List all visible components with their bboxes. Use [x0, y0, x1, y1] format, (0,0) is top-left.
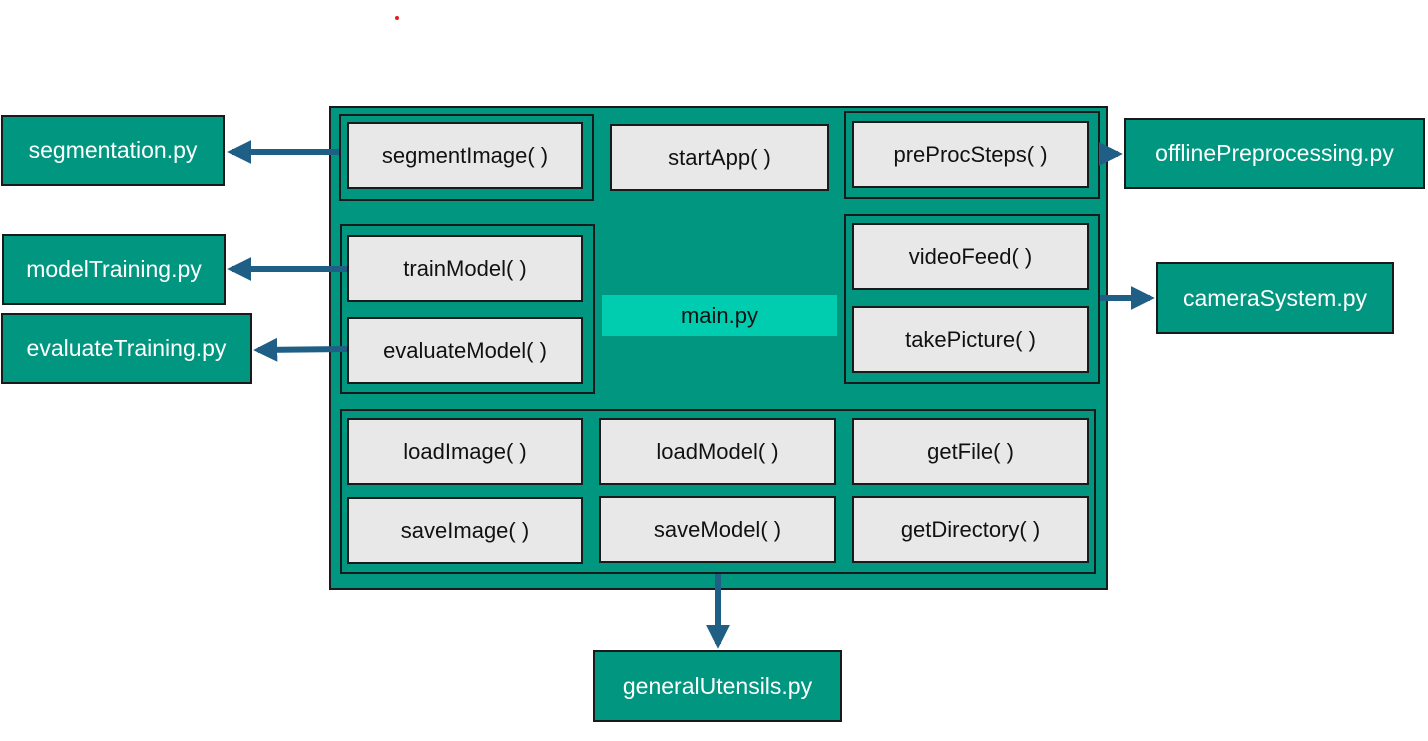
module-model-training[interactable]: modelTraining.py: [2, 234, 226, 305]
function-video-feed[interactable]: videoFeed( ): [852, 223, 1089, 290]
main-module-label: main.py: [602, 295, 837, 336]
function-load-image[interactable]: loadImage( ): [347, 418, 583, 485]
function-segment-image[interactable]: segmentImage( ): [347, 122, 583, 189]
function-get-directory[interactable]: getDirectory( ): [852, 496, 1089, 563]
function-pre-proc-steps[interactable]: preProcSteps( ): [852, 121, 1089, 188]
module-camera-system[interactable]: cameraSystem.py: [1156, 262, 1394, 334]
module-general-utensils[interactable]: generalUtensils.py: [593, 650, 842, 722]
module-evaluate-training[interactable]: evaluateTraining.py: [1, 313, 252, 384]
module-offline-preprocessing[interactable]: offlinePreprocessing.py: [1124, 118, 1425, 189]
function-load-model[interactable]: loadModel( ): [599, 418, 836, 485]
arrow-to-evaluate-training: [253, 337, 348, 362]
function-evaluate-model[interactable]: evaluateModel( ): [347, 317, 583, 384]
function-start-app[interactable]: startApp( ): [610, 124, 829, 191]
function-save-image[interactable]: saveImage( ): [347, 497, 583, 564]
function-save-model[interactable]: saveModel( ): [599, 496, 836, 563]
function-train-model[interactable]: trainModel( ): [347, 235, 583, 302]
function-get-file[interactable]: getFile( ): [852, 418, 1089, 485]
function-take-picture[interactable]: takePicture( ): [852, 306, 1089, 373]
module-segmentation[interactable]: segmentation.py: [1, 115, 225, 186]
red-dot-marker: [395, 16, 399, 20]
